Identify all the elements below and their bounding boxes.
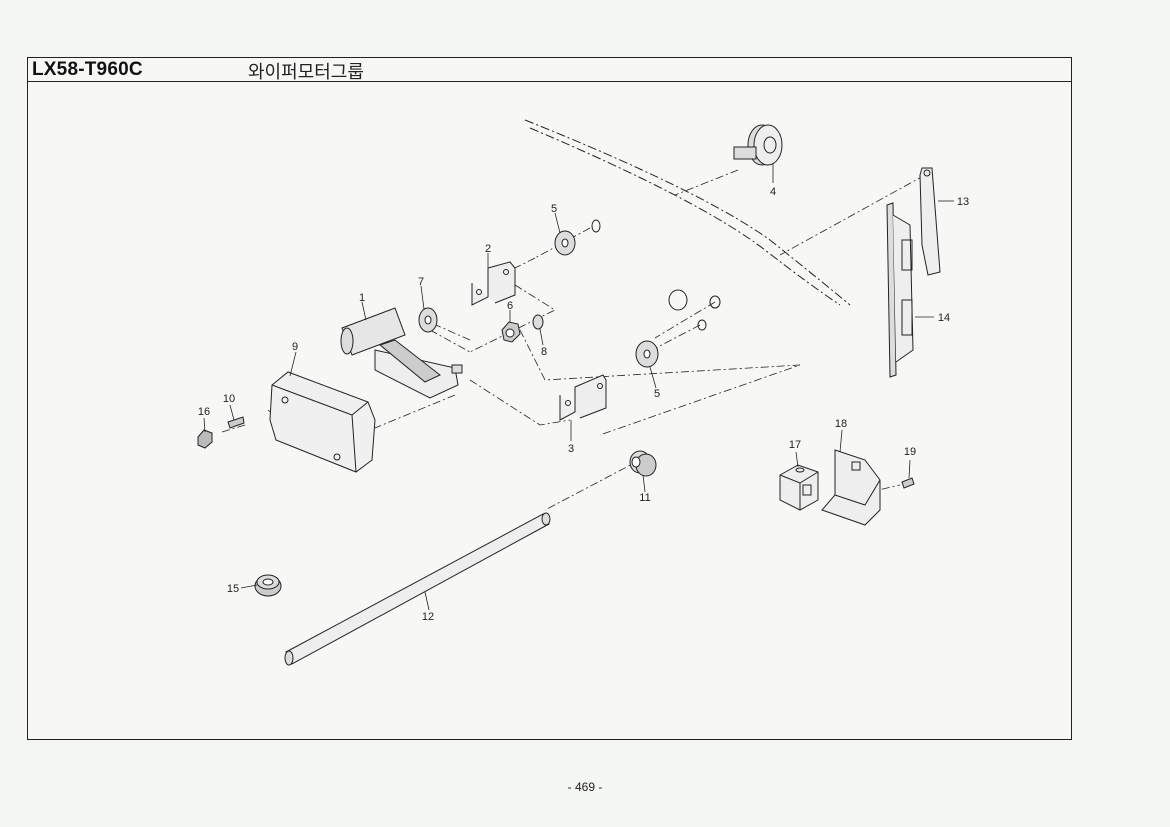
part-label: 8 <box>541 346 547 358</box>
part-label: 3 <box>568 443 574 455</box>
wiper-blade-part <box>886 202 914 378</box>
part-label: 6 <box>507 300 513 312</box>
bracket-part-3 <box>559 374 607 421</box>
sheet-header: LX58-T960C 와이퍼모터그룹 <box>28 58 1071 83</box>
parts-diagram-sheet: LX58-T960C 와이퍼모터그룹 <box>27 57 1072 740</box>
grommet-part <box>254 574 282 597</box>
part-label: 12 <box>422 611 434 623</box>
bracket-part-2 <box>471 261 516 306</box>
screw-part <box>227 416 245 429</box>
part-label: 2 <box>485 243 491 255</box>
part-label: 9 <box>292 341 298 353</box>
body-contour-line <box>529 127 841 306</box>
part-label: 15 <box>227 583 239 595</box>
page-number: - 469 - <box>567 780 603 794</box>
part-label: 1 <box>359 292 365 304</box>
bushing-part <box>668 289 688 311</box>
relay-part <box>779 464 819 511</box>
part-label: 10 <box>223 393 235 405</box>
wiper-arm-part <box>919 167 941 276</box>
grommet-part <box>629 450 657 477</box>
motor-arm-assembly <box>340 307 463 399</box>
part-label: 13 <box>957 196 969 208</box>
part-label: 5 <box>654 388 660 400</box>
group-title: 와이퍼모터그룹 <box>248 62 364 83</box>
relay-bracket-part <box>821 449 881 526</box>
part-label: 5 <box>551 203 557 215</box>
model-code: LX58-T960C <box>32 59 143 80</box>
part-label: 19 <box>904 446 916 458</box>
part-label: 17 <box>789 439 801 451</box>
part-label: 16 <box>198 406 210 418</box>
part-label: 11 <box>639 492 650 504</box>
motor-cover <box>269 371 376 473</box>
spring-washer-part <box>532 314 544 330</box>
screw-part <box>901 477 915 489</box>
tube-part <box>284 512 551 666</box>
pivot-shaft-part <box>733 124 783 166</box>
o-ring-part <box>709 295 721 309</box>
nut-part <box>197 429 213 449</box>
part-label: 7 <box>418 276 424 288</box>
part-label: 14 <box>938 312 950 324</box>
o-ring-part <box>591 219 601 233</box>
body-contour-line <box>524 119 851 306</box>
o-ring-part <box>697 319 707 331</box>
label-leaders <box>203 163 954 611</box>
part-label: 18 <box>835 418 847 430</box>
part-label: 4 <box>770 186 776 198</box>
